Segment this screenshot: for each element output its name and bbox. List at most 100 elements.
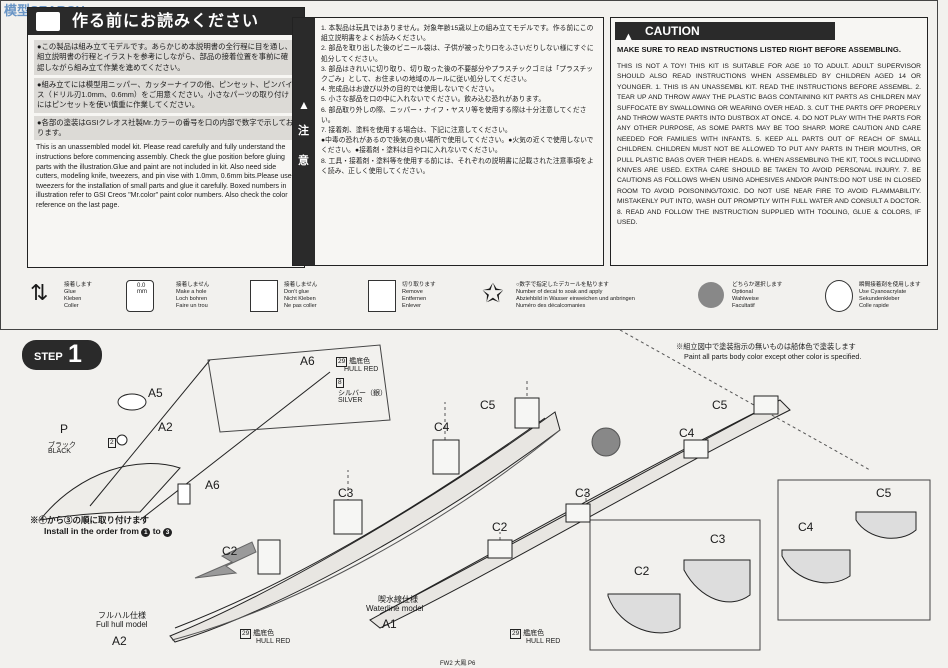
caution-jp-item: 6. 部品取り外しの際、ニッパー・ナイフ・ヤスリ等を使用する際は十分注意してくだ…	[321, 106, 587, 124]
part-c4-full	[432, 439, 460, 475]
order-note-jp: ※①から③の順に取り付けます	[30, 515, 150, 525]
label-c2-inset: C2	[634, 564, 650, 578]
caution-side-bar: ▲ 注 意	[293, 18, 315, 265]
english-caution: ▲ CAUTION MAKE SURE TO READ INSTRUCTIONS…	[610, 17, 928, 266]
part-c2-wl	[487, 539, 513, 559]
label-c3-full: C3	[338, 486, 354, 500]
part-p	[116, 434, 128, 446]
japanese-caution: ▲ 注 意 1. 本製品は玩具ではありません。対象年齢15歳以上の組み立てモデル…	[292, 17, 604, 266]
caution-title: ▲ CAUTION	[615, 22, 835, 43]
label-a6-callout: A6	[300, 354, 315, 368]
caution-jp-item: 5. 小さな部品を口の中に入れないでください。飲み込む恐れがあります。	[321, 96, 546, 104]
caution-jp-item: 3. 部品はきれいに切り取り、切り取った後の不要部分やプラスチックゴミは「プラス…	[321, 65, 594, 84]
label-c5-full: C5	[480, 398, 496, 412]
notice-jp-3: ●各部の塗装はGSIクレオス社製Mr.カラーの番号を口の内部で数字で示しておりま…	[34, 115, 298, 141]
label-c5-wl: C5	[712, 398, 728, 412]
optional-icon-large	[591, 427, 621, 457]
label-a5: A5	[148, 386, 163, 400]
double-arrow-icon: ⇅	[30, 280, 49, 305]
black-en: BLACK	[48, 448, 71, 455]
black-jp: ブラック	[48, 442, 76, 449]
step-1-panel	[0, 0, 938, 330]
full-hull-keel	[171, 429, 561, 641]
star-icon: ✩	[482, 278, 504, 308]
inset-hull-c4	[781, 549, 851, 584]
label-p: P	[60, 422, 69, 436]
inset-hull-c5	[855, 511, 917, 539]
notice-jp-2: ●組み立てには模型用ニッパー、カッターナイフの他、ピンセット、ピンバイス（ドリル…	[34, 77, 298, 113]
waterline-jp: 喫水線仕様	[378, 595, 418, 604]
notice-english: This is an unassembled model kit. Please…	[36, 144, 292, 209]
drill-icon: 0.0 mm	[126, 280, 154, 312]
hull-red-en: HULL RED	[344, 366, 379, 373]
paint-note-en: Paint all parts body color except other …	[684, 352, 862, 361]
order-end-icon: 3	[163, 528, 173, 537]
order-start-icon: 1	[141, 528, 151, 537]
label-c2-wl: C2	[492, 520, 508, 534]
notice-title: 作る前にお読みください	[28, 8, 304, 35]
inset-c2-c3-frame	[589, 519, 761, 651]
inset-hull-c2	[607, 593, 681, 634]
bow-section	[38, 463, 181, 521]
full-hull-jp: フルハル仕様	[98, 611, 146, 620]
part-a5	[117, 393, 147, 411]
label-c4-wl: C4	[679, 426, 695, 440]
caution-headline: MAKE SURE TO READ INSTRUCTIONS LISTED RI…	[617, 45, 901, 54]
label-a6: A6	[205, 478, 220, 492]
caution-jp-item: 7. 接着剤、塗料を使用する場合は、下記に注意してください。	[321, 127, 512, 135]
page-footer: FW2 大鳳 P6	[440, 661, 476, 667]
side-char-2: 意	[298, 155, 309, 167]
caution-jp-item: 4. 完成品はお遊び以外の目的では使用しないでください。	[321, 86, 499, 94]
label-a1: A1	[382, 617, 397, 631]
label-c4-full: C4	[434, 420, 450, 434]
cyanoacrylate-icon	[825, 280, 853, 312]
hull-red-wl-en: HULL RED	[526, 638, 561, 645]
hull-red-number: 29 艦底色	[336, 357, 371, 367]
japanese-caution-text: 1. 本製品は玩具ではありません。対象年齢15歳以上の組み立てモデルです。作る前…	[321, 24, 597, 177]
hull-red-full-en: HULL RED	[256, 638, 291, 645]
black-color-number: 2	[108, 438, 116, 448]
part-c2-full	[257, 539, 281, 575]
part-c4-wl	[683, 439, 709, 459]
paint-note-jp: ※組立図中で塗装指示の無いものは船体色で塗装します	[676, 342, 856, 351]
cut-icon	[368, 280, 396, 312]
side-char-1: 注	[298, 125, 309, 137]
inset-c4-c5-frame	[777, 479, 931, 621]
label-a2-bottom: A2	[112, 634, 127, 648]
no-glue-icon	[250, 280, 278, 312]
full-hull-en: Full hull model	[96, 620, 148, 629]
book-icon	[36, 12, 60, 31]
hull-red-full-jp: 29 艦底色	[240, 629, 275, 639]
inset-hull-c3	[683, 559, 751, 603]
part-c5-wl	[753, 395, 779, 415]
waterline-en: Waterline model	[366, 604, 424, 613]
caution-jp-item: ●中毒の恐れがあるので換気の良い場所で使用してください。●火気の近くで使用しない…	[321, 137, 594, 155]
a6-callout	[207, 344, 391, 433]
silver-number: 8	[336, 378, 344, 388]
silver-jp: シルバー（銀）	[338, 390, 387, 397]
pre-assembly-notice: 作る前にお読みください ●この製品は組み立てモデルです。あらかじめ本説明書の全行…	[27, 7, 305, 268]
caution-jp-item: 2. 部品を取り出した後のビニール袋は、子供が被ったり口をふさいだりしない様にす…	[321, 45, 594, 63]
part-c5-full	[514, 397, 540, 429]
silver-en: SILVER	[338, 397, 363, 404]
optional-arrow-icon	[698, 282, 724, 308]
label-c3-inset: C3	[710, 532, 726, 546]
order-note-en: Install in the order from 1 to 3	[44, 526, 173, 537]
hull-red-wl-jp: 29 艦底色	[510, 629, 545, 639]
part-c3-wl	[565, 503, 591, 523]
warning-triangle-icon: ▲	[298, 98, 310, 112]
label-c3-wl: C3	[575, 486, 591, 500]
label-c2-full: C2	[222, 544, 238, 558]
full-hull-deck-line	[174, 417, 546, 629]
step-badge: STEP 1	[22, 340, 102, 370]
warning-triangle-icon: ▲	[623, 31, 634, 43]
part-a6	[177, 483, 191, 505]
label-a2-top: A2	[158, 420, 173, 434]
part-c3-full	[333, 499, 363, 535]
label-c4-inset: C4	[798, 520, 814, 534]
direction-arrow	[194, 541, 257, 579]
notice-jp-1: ●この製品は組み立てモデルです。あらかじめ本説明書の全行程に目を通し、組立説明書…	[34, 40, 298, 75]
caution-body: THIS IS NOT A TOY! THIS KIT IS SUITABLE …	[617, 63, 921, 227]
caution-jp-item: 8. 工具・接着剤・塗料等を使用する前には、それぞれの説明書に記載された注意事項…	[321, 157, 594, 175]
